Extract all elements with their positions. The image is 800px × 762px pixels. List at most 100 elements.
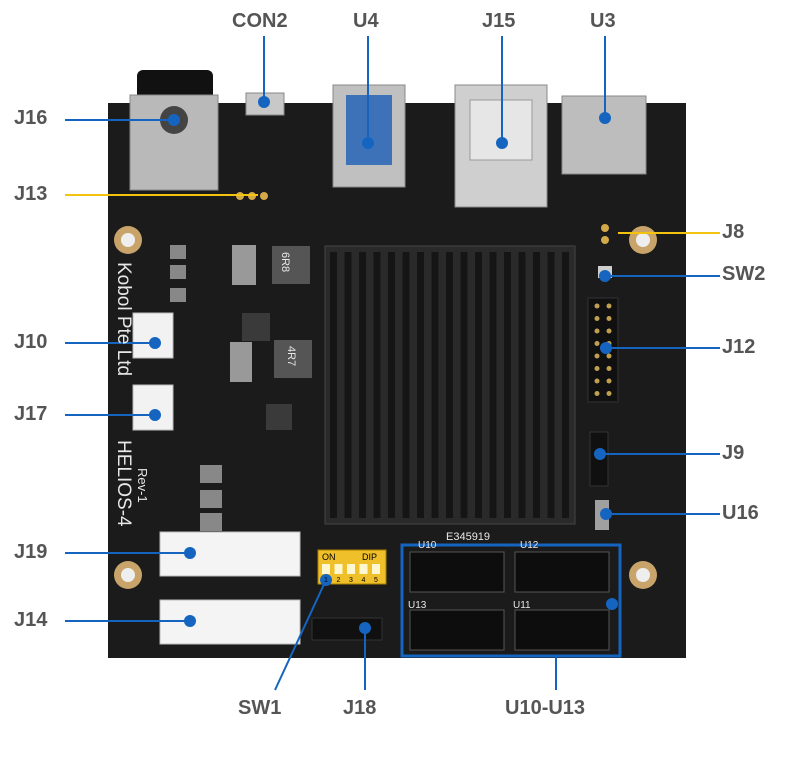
callout-label-j9: J9 [722,442,745,464]
dip-switch-lever [359,564,368,574]
sata-dot [606,598,618,610]
dip-number: 1 [324,577,328,584]
heatsink-fin [330,252,337,518]
con2-dot [258,96,270,108]
board-vendor-text: Kobol Pte Ltd [113,262,134,376]
pin [606,316,612,321]
j16-power-jack [129,70,219,191]
j16-dot [168,114,180,126]
inductor-4r7-text: 4R7 [285,346,297,366]
heatsink-fin [417,252,424,518]
pin [594,341,600,346]
j10-connector [132,312,174,359]
dip-number: 2 [337,577,341,584]
callout-label-j19: J19 [14,541,48,563]
callout-label-j8: J8 [722,221,745,243]
j9-dot [594,448,606,460]
pin [594,378,600,384]
dip-word-text: DIP [362,552,377,562]
callout-label-j16: J16 [14,107,48,129]
sw2-dot [599,270,611,282]
dip-number: 5 [374,577,378,584]
j12-dot [600,342,612,354]
j15-ethernet-port [454,84,548,208]
pin [594,328,600,334]
j15-dot [496,137,508,149]
j18-header [311,617,383,641]
heatsink-fin [518,252,526,518]
dip-switch-lever [372,564,380,574]
pin [594,353,600,359]
pin [606,328,612,334]
board-model-text: HELIOS-4 [113,440,134,527]
callout-label-con2: CON2 [232,10,288,32]
u3-dot [599,112,611,124]
j14-dot [184,615,196,627]
callout-label-j17: J17 [14,403,48,425]
j17-dot [149,409,161,421]
callout-label-u4: U4 [353,10,379,32]
callout-lines [65,36,720,691]
callout-label-u16: U16 [722,502,759,524]
dip-numbers: 1 2 3 4 5 [322,564,380,584]
pin [606,303,612,309]
u4-dot [362,137,374,149]
heatsink-fin [562,252,569,518]
heatsink-fin [504,252,511,518]
dip-number: 4 [362,577,366,584]
sata-label-u11: U11 [513,600,531,611]
board-rev-text: Rev-1 [135,468,150,503]
heatsink-fin [533,252,540,518]
pin [594,303,600,309]
callout-label-j14: J14 [14,609,48,631]
heatsink [324,245,576,525]
heatsink-fin [489,252,497,518]
callout-label-j15: J15 [482,10,516,32]
pin [594,391,600,396]
callout-label-sw2: SW2 [722,263,766,285]
heatsink-fin [344,252,352,518]
pin [594,316,600,321]
j18-dot [359,622,371,634]
sata-group-outline [400,543,622,658]
callout-label-j12: J12 [722,336,756,358]
callout-label-u10-u13: U10-U13 [505,697,586,719]
dip-switch-lever [347,564,355,574]
callout-label-u3: U3 [590,10,616,32]
pin [606,378,612,384]
sw1-dot [320,574,332,586]
heatsink-fin [547,252,555,518]
j8-header [601,224,609,244]
power-components [170,245,312,531]
heatsink-fin [402,252,410,518]
dip-number: 3 [349,577,353,584]
dip-on-text: ON [322,552,336,562]
dip-switch-lever [322,564,330,574]
callout-label-j13: J13 [14,183,48,205]
pin [606,366,612,371]
dip-switch-lever [334,564,343,574]
u16-dot [600,508,612,520]
sata-label-u12: U12 [520,540,539,551]
pin [594,366,600,371]
heatsink-fin [388,252,395,518]
heatsink-fin [373,252,381,518]
sata-label-u10: U10 [418,540,437,551]
heatsink-fin [359,252,366,518]
pin [606,353,612,359]
j10-dot [149,337,161,349]
pin [606,391,612,396]
j17-connector [132,384,174,431]
heatsink-fin [431,252,439,518]
heatsink-fin [446,252,453,518]
callout-label-j18: J18 [343,697,377,719]
heatsink-fin [460,252,468,518]
callout-label-j10: J10 [14,331,48,353]
j19-dot [184,547,196,559]
inductor-6r8-text: 6R8 [279,252,291,272]
callout-label-sw1: SW1 [238,697,282,719]
sata-label-u13: U13 [408,600,427,611]
heatsink-fin [475,252,482,518]
